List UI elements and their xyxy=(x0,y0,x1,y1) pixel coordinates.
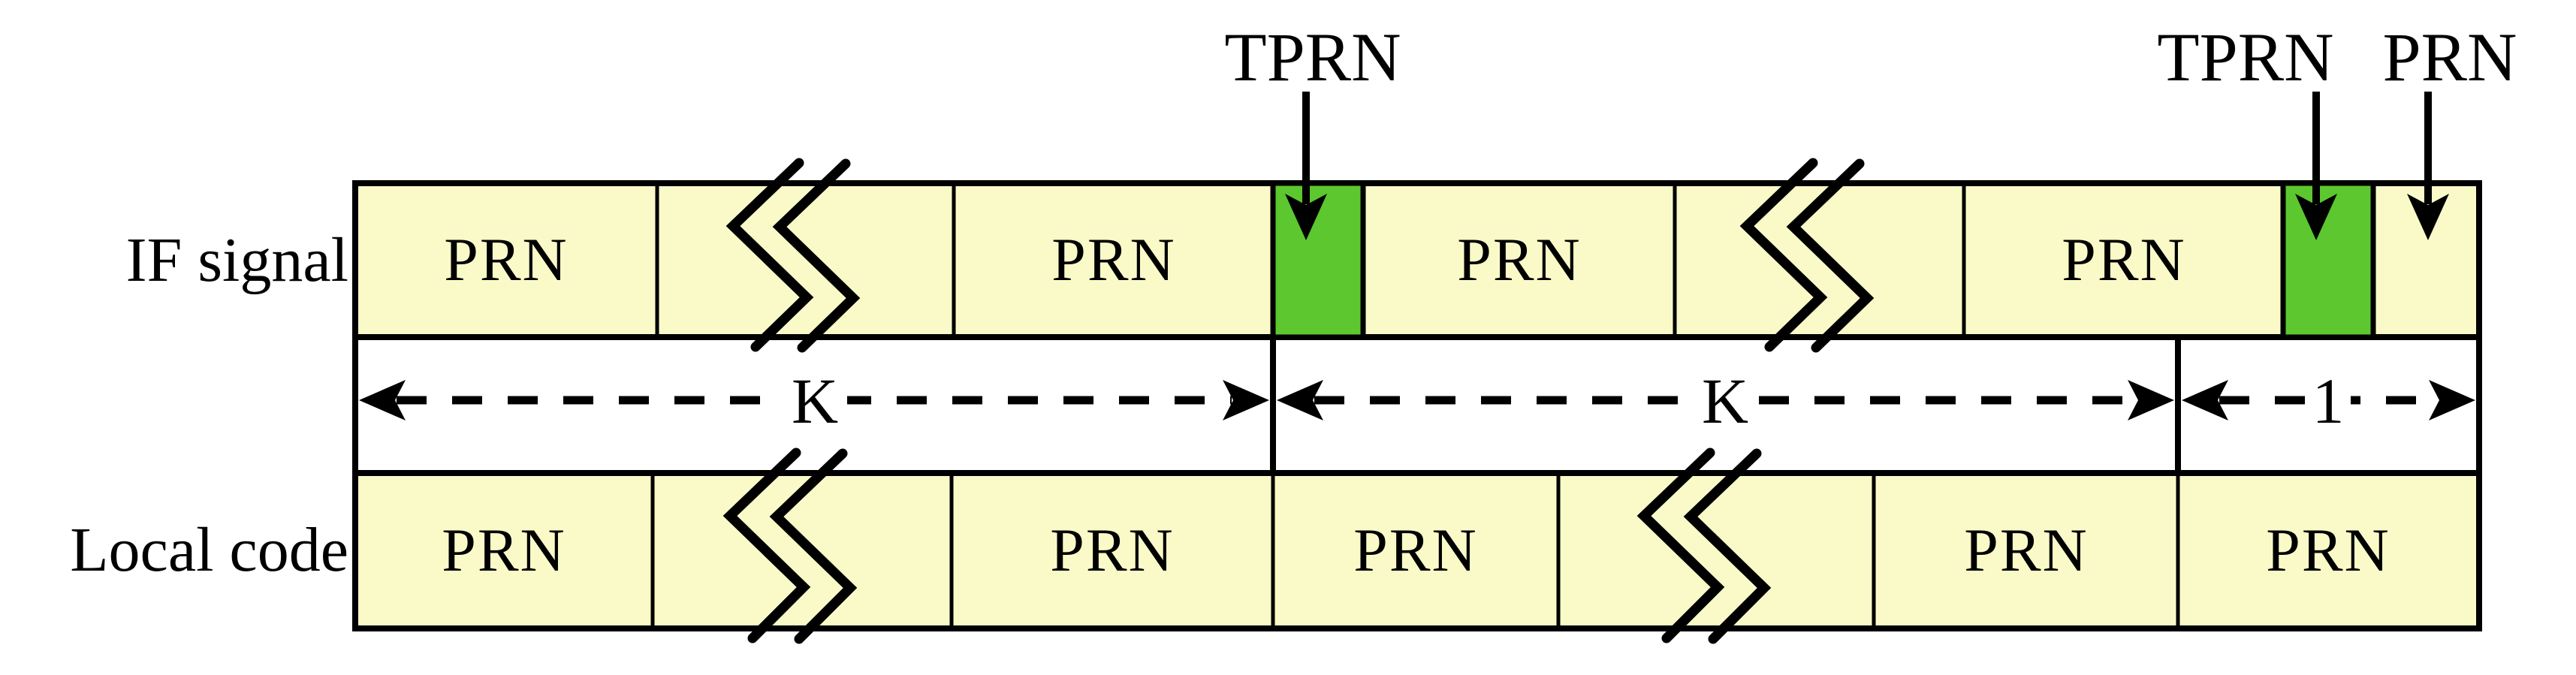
local-row-cell-labels: PRN PRN PRN PRN PRN xyxy=(442,516,2390,584)
label-backing xyxy=(783,360,847,438)
local-code-row-label: Local code xyxy=(70,515,348,585)
k1-span-label: K xyxy=(792,365,838,437)
code-rows xyxy=(352,180,2482,631)
break-zigzag-icon xyxy=(1739,158,1828,352)
break-zigzag-icon xyxy=(725,158,814,352)
prn-callout-label: PRN xyxy=(2383,19,2517,95)
prn-cell-label: PRN xyxy=(1051,225,1176,294)
local-code-row-bar xyxy=(352,470,2482,631)
arrowhead-right-icon xyxy=(2128,380,2174,420)
if-signal-row-label: IF signal xyxy=(126,225,348,295)
span-boundary-lines xyxy=(352,337,2482,473)
prn-cell-label: PRN xyxy=(1353,516,1478,584)
tprn-callout-label-1: TPRN xyxy=(1224,19,1401,95)
arrowhead-down-icon xyxy=(2295,194,2337,240)
prn-cell-label: PRN xyxy=(1457,225,1582,294)
k2-span-label: K xyxy=(1702,365,1748,437)
break-symbols xyxy=(722,158,1875,644)
span-label-backgrounds xyxy=(783,360,2351,438)
break-zigzag-icon xyxy=(1636,447,1725,643)
if-signal-row-bar xyxy=(352,180,2482,340)
break-zigzag-icon xyxy=(769,448,858,644)
break-zigzag-icon xyxy=(1786,158,1875,353)
arrowhead-left-icon xyxy=(359,380,406,420)
tprn-callout-label-2: TPRN xyxy=(2157,19,2333,95)
measure-arrowheads xyxy=(359,380,2475,420)
one-span-label: 1 xyxy=(2312,365,2345,437)
prn-cell-label: PRN xyxy=(1050,516,1175,584)
span-labels: K K 1 xyxy=(792,365,2345,437)
arrowhead-right-icon xyxy=(1223,380,1269,420)
arrowhead-left-icon xyxy=(2182,380,2228,420)
callouts: TPRN TPRN PRN xyxy=(1224,19,2517,240)
break-zigzag-icon xyxy=(1683,448,1772,644)
prn-cell-label: PRN xyxy=(2062,225,2186,294)
arrowhead-right-icon xyxy=(2429,380,2475,420)
callout-arrow-shafts xyxy=(1302,92,2432,204)
arrowhead-down-icon xyxy=(1285,194,1327,240)
break-zigzag-icon xyxy=(722,447,811,643)
if-row-cell-labels: PRN PRN PRN PRN xyxy=(444,225,2186,294)
prn-cell-label: PRN xyxy=(1964,516,2089,584)
arrowhead-left-icon xyxy=(1277,380,1323,420)
label-backing xyxy=(1693,360,1757,438)
callout-arrowheads xyxy=(1285,194,2449,240)
tprn-highlight-cells xyxy=(1270,180,2376,340)
label-backing xyxy=(2307,360,2351,438)
break-zigzag-icon xyxy=(772,158,861,353)
prn-cell-label: PRN xyxy=(444,225,569,294)
arrowhead-down-icon xyxy=(2407,194,2449,240)
prn-cell-label: PRN xyxy=(2266,516,2390,584)
prn-cell-label: PRN xyxy=(442,516,566,584)
